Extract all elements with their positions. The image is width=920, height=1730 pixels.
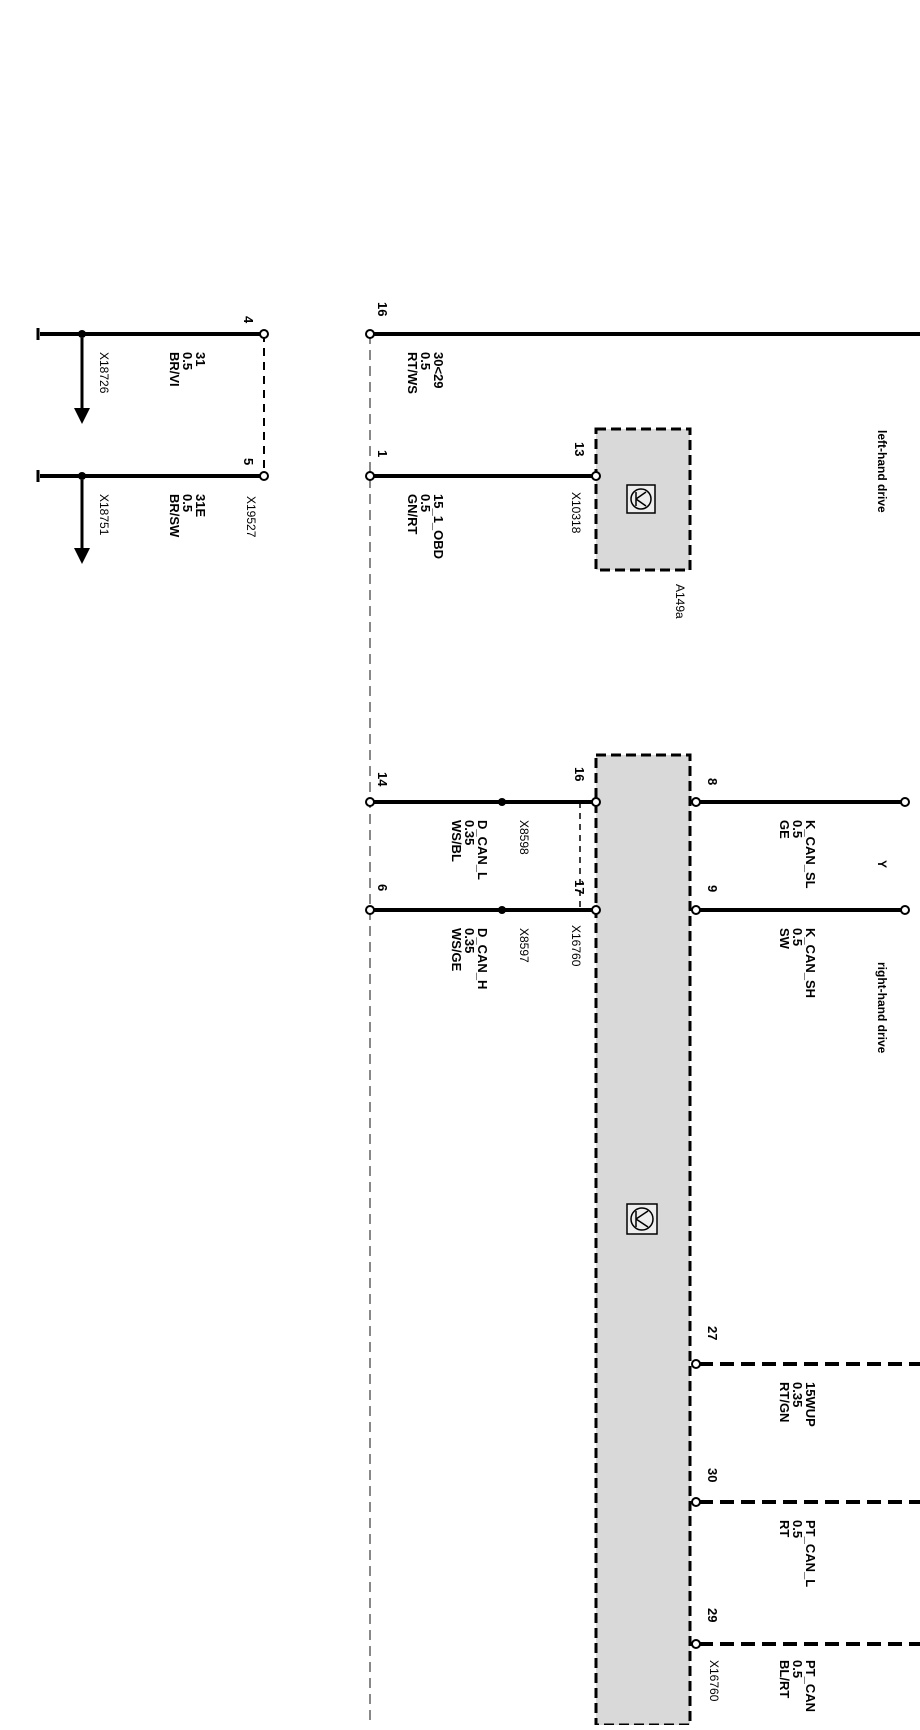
a149a-transistor-icon — [626, 484, 656, 514]
svg-text:WS/BL: WS/BL — [449, 820, 464, 862]
k-can-sl-end — [900, 797, 910, 807]
pin-5-terminal — [259, 471, 269, 481]
gw-pin-9-label: 9 — [705, 885, 720, 892]
splice-x8598 — [498, 798, 506, 806]
wire-k-can-sl-label: K_CAN_SL 0.5 GE — [777, 820, 818, 889]
svg-text:BR/SW: BR/SW — [167, 494, 182, 538]
splice-x8598-label: X8598 — [517, 820, 531, 855]
connector-x10318-label: X10318 — [569, 492, 583, 534]
svg-text:BL/RT: BL/RT — [777, 1660, 792, 1698]
svg-text:PT_CAN_L: PT_CAN_L — [803, 1520, 818, 1587]
wire-d-can-l-label: D_CAN_L 0.35 WS/BL — [449, 820, 490, 880]
gw-pin-16-label: 16 — [572, 767, 587, 781]
svg-text:31: 31 — [193, 352, 208, 366]
y-marker: Y — [875, 860, 889, 868]
svg-text:BR/VI: BR/VI — [167, 352, 182, 387]
gw-pin-27-terminal — [691, 1359, 701, 1369]
pin-13-label: 13 — [572, 442, 587, 456]
svg-text:RT/GN: RT/GN — [777, 1382, 792, 1422]
gw-pin-17-terminal — [591, 905, 601, 915]
splice-x18726 — [78, 330, 86, 338]
wire-pt-can-l-label: PT_CAN_L 0.5 RT — [777, 1520, 818, 1587]
svg-text:0.5: 0.5 — [180, 494, 195, 512]
svg-text:GE: GE — [777, 820, 792, 839]
svg-text:0.35: 0.35 — [790, 1382, 805, 1407]
gw-pin-30-terminal — [691, 1497, 701, 1507]
svg-text:15WUP: 15WUP — [803, 1382, 818, 1427]
gw-pin-30-label: 30 — [705, 1468, 720, 1482]
svg-text:0.35: 0.35 — [462, 820, 477, 845]
pin-1-terminal — [365, 471, 375, 481]
connector-x19527-label: X19527 — [244, 496, 258, 538]
gateway-transistor-icon — [626, 1203, 658, 1235]
pin-4-terminal — [259, 329, 269, 339]
wire-31e-label: 31E 0.5 BR/SW — [167, 494, 208, 538]
pin-1-label: 1 — [375, 450, 390, 457]
svg-text:RT: RT — [777, 1520, 792, 1537]
gw-pin-29-label: 29 — [705, 1608, 720, 1622]
svg-text:0.5: 0.5 — [418, 352, 433, 370]
splice-x8597 — [498, 906, 506, 914]
svg-text:0.5: 0.5 — [180, 352, 195, 370]
pin-4-label: 4 — [241, 316, 256, 324]
pin-16-label: 16 — [375, 302, 390, 316]
svg-text:0.5: 0.5 — [790, 928, 805, 946]
pin-16-terminal — [365, 329, 375, 339]
svg-text:0.5: 0.5 — [418, 494, 433, 512]
svg-text:GN/RT: GN/RT — [405, 494, 420, 535]
svg-text:K_CAN_SL: K_CAN_SL — [803, 820, 818, 889]
wire-15wup-label: 15WUP 0.35 RT/GN — [777, 1382, 818, 1427]
wire-31-label: 31 0.5 BR/VI — [167, 352, 208, 387]
svg-text:RT/WS: RT/WS — [405, 352, 420, 394]
svg-text:PT_CAN: PT_CAN — [803, 1660, 818, 1712]
pin-14-label: 14 — [375, 772, 390, 787]
pin-14-terminal — [365, 797, 375, 807]
gw-pin-9-terminal — [691, 905, 701, 915]
gateway-module-x16760 — [594, 753, 692, 1727]
svg-text:0.5: 0.5 — [790, 1660, 805, 1678]
pin-6-label: 6 — [375, 884, 390, 891]
right-hand-drive-note: right-hand drive — [875, 962, 889, 1054]
connector-x18751-label: X18751 — [97, 494, 111, 536]
svg-text:WS/GE: WS/GE — [449, 928, 464, 972]
svg-text:30<29: 30<29 — [431, 352, 446, 389]
a149a-pin-13-terminal — [591, 471, 601, 481]
wire-k-can-sh-label: K_CAN_SH 0.5 SW — [777, 928, 818, 998]
connector-x18726-label: X18726 — [97, 352, 111, 394]
wire-d-can-h-label: D_CAN_H 0.35 WS/GE — [449, 928, 490, 989]
pin-6-terminal — [365, 905, 375, 915]
pin-5-label: 5 — [241, 458, 256, 465]
splice-x18751 — [78, 472, 86, 480]
left-hand-drive-note: left-hand drive — [875, 430, 889, 513]
gw-pin-16-terminal — [591, 797, 601, 807]
svg-text:D_CAN_H: D_CAN_H — [475, 928, 490, 989]
connector-x16760-label: X16760 — [569, 925, 583, 967]
connector-x16760-b-label: X16760 — [707, 1660, 721, 1702]
svg-text:K_CAN_SH: K_CAN_SH — [803, 928, 818, 998]
component-a149a-label: A149a — [673, 584, 687, 619]
svg-text:D_CAN_L: D_CAN_L — [475, 820, 490, 880]
svg-text:0.5: 0.5 — [790, 820, 805, 838]
wire-pt-can-h-label: PT_CAN 0.5 BL/RT — [777, 1660, 818, 1712]
gw-pin-8-terminal — [691, 797, 701, 807]
splice-x8597-label: X8597 — [517, 928, 531, 963]
wire-15-label: 15_1_OBD 0.5 GN/RT — [405, 494, 446, 559]
gw-pin-27-label: 27 — [705, 1326, 720, 1340]
svg-text:SW: SW — [777, 928, 792, 950]
gw-pin-17-label: 17 — [572, 880, 587, 894]
arrow-x18751-head — [74, 548, 90, 564]
gw-pin-8-label: 8 — [705, 778, 720, 785]
k-can-sh-end — [900, 905, 910, 915]
arrow-x18726-head — [74, 408, 90, 424]
svg-text:15_1_OBD: 15_1_OBD — [431, 494, 446, 559]
svg-text:0.5: 0.5 — [790, 1520, 805, 1538]
gw-pin-29-terminal — [691, 1639, 701, 1649]
svg-text:0.35: 0.35 — [462, 928, 477, 953]
svg-text:31E: 31E — [193, 494, 208, 517]
wire-30-label: 30<29 0.5 RT/WS — [405, 352, 446, 394]
